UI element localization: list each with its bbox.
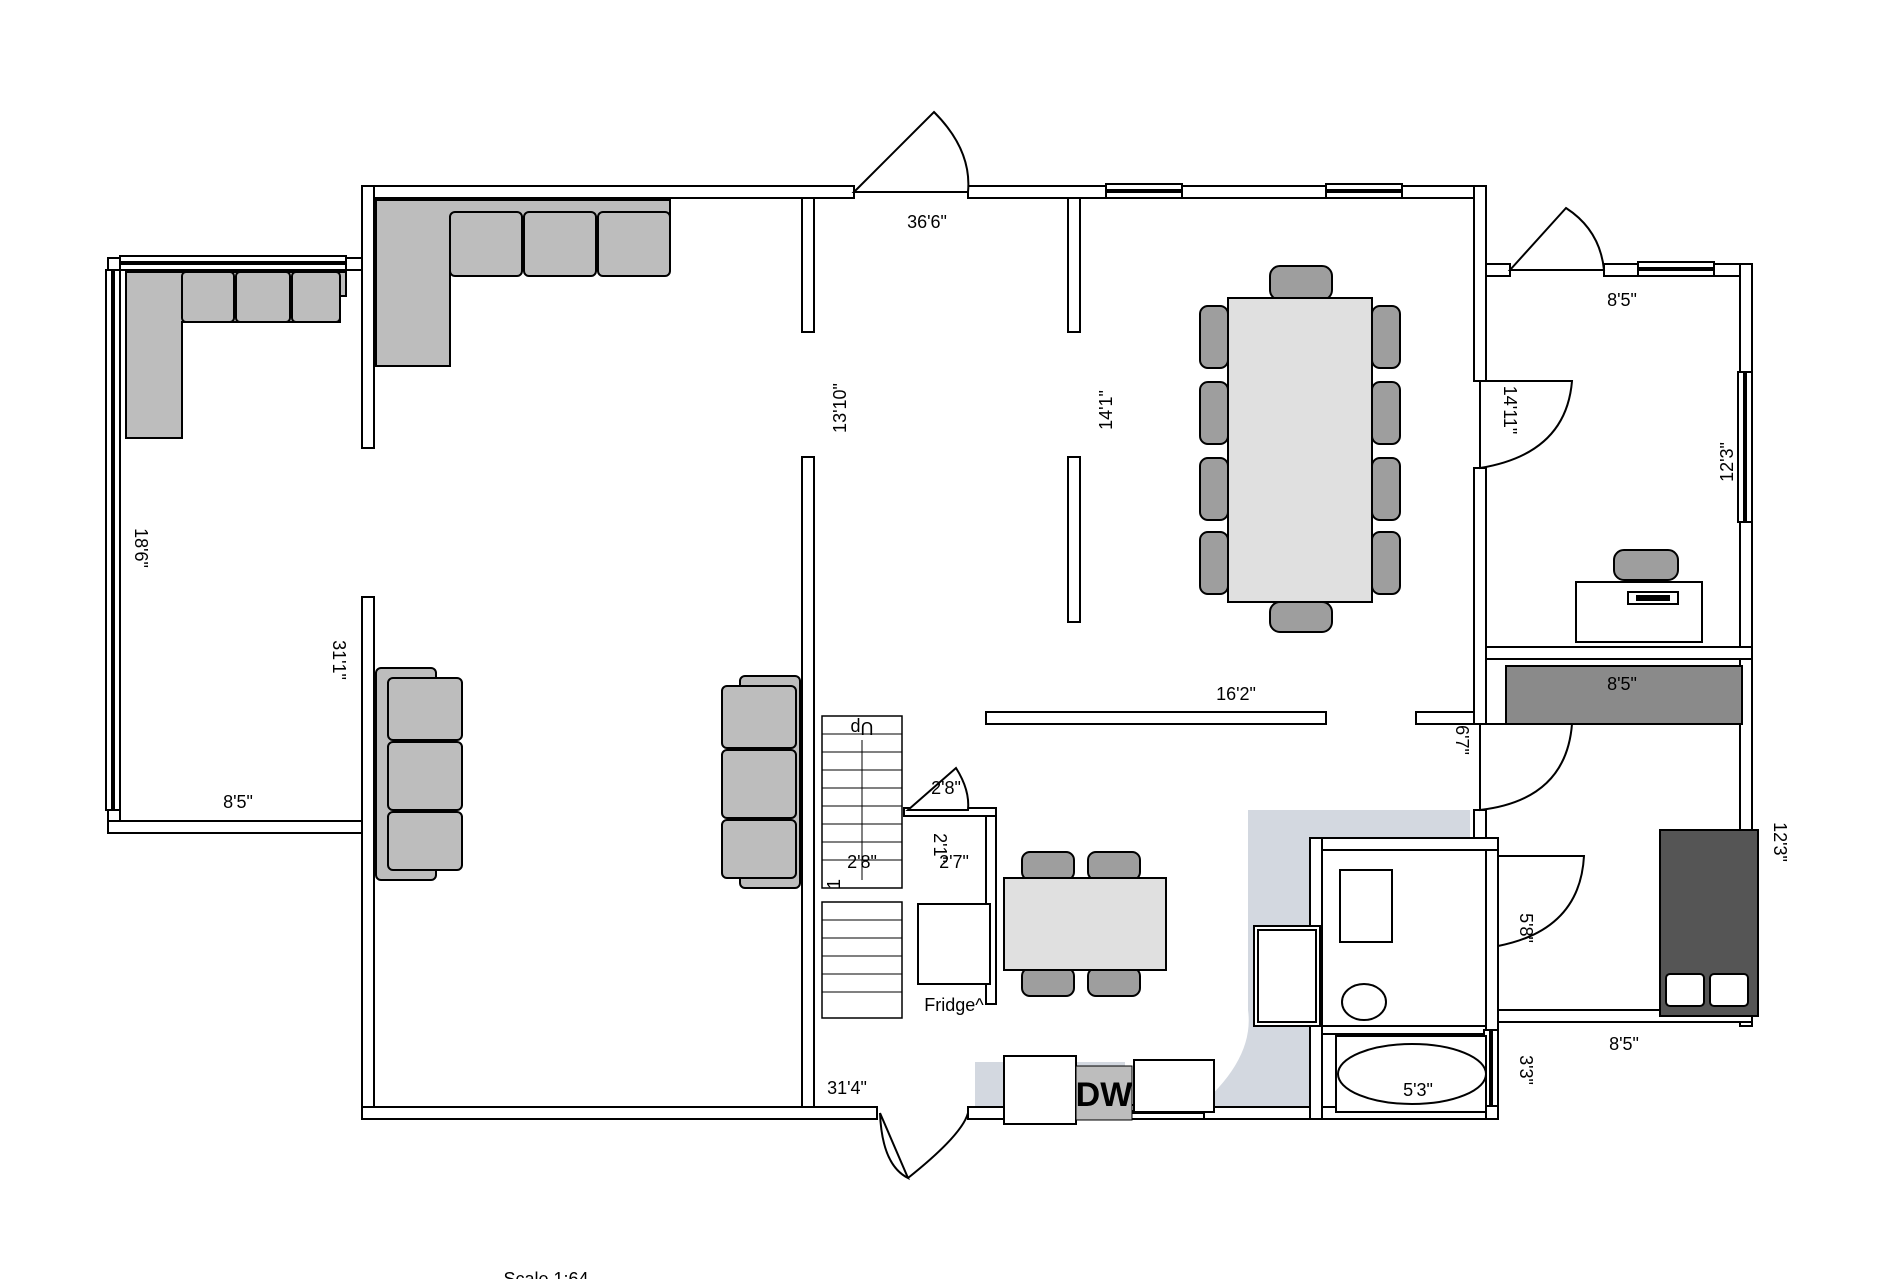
stairs-up-label: Up	[850, 718, 873, 738]
kitchen-tile-floor	[1195, 810, 1470, 1110]
door-office	[1479, 380, 1574, 470]
dining-set	[1199, 265, 1401, 633]
dim-office-height: 12'3"	[1717, 442, 1737, 482]
dim-top-overall: 36'6"	[907, 212, 947, 232]
kitchen-table-set	[1003, 851, 1167, 997]
dim-bath-door: 5'8"	[1516, 913, 1536, 943]
wall-living-left-lower	[361, 596, 375, 1120]
dishwasher: DW	[1075, 1065, 1134, 1121]
dim-stair-label-2: 2'8"	[847, 852, 877, 872]
dining-table	[1227, 297, 1373, 603]
sectional-sofa-living-top	[375, 199, 671, 367]
dim-office-width: 8'5"	[1607, 290, 1637, 310]
wall-living-left-upper	[361, 185, 375, 449]
dim-dining-height: 14'1"	[1096, 390, 1116, 430]
door-pantry	[905, 766, 970, 811]
dim-living-height: 31'1"	[329, 640, 349, 680]
wall-top-left	[361, 185, 855, 199]
kitchen-sink	[1133, 1059, 1215, 1113]
range-bottom	[1003, 1055, 1077, 1125]
wall-main-right-low	[1473, 809, 1487, 841]
dim-left-room-height: 18'6"	[131, 528, 151, 568]
wall-office-top-a	[1485, 263, 1511, 277]
dim-tub-width: 5'3"	[1403, 1080, 1433, 1100]
dim-closet-depth: 6'7"	[1452, 725, 1472, 755]
fridge	[917, 903, 991, 985]
dim-bath-window: 3'3"	[1516, 1055, 1536, 1085]
dim-stair-width: 2'8"	[931, 778, 961, 798]
wall-dining-lower	[1067, 456, 1081, 623]
cooktop-right	[1253, 925, 1321, 1027]
wall-bath-inner	[1321, 1025, 1487, 1035]
wall-dining-upper	[1067, 197, 1081, 333]
dim-hall-height: 13'10"	[830, 383, 850, 433]
window-left-room-side	[105, 269, 121, 811]
window-top-left	[1105, 183, 1183, 199]
door-office-exterior	[1507, 206, 1606, 271]
wall-corridor-end	[1415, 711, 1475, 725]
door-bath	[1497, 855, 1586, 948]
wall-corridor	[985, 711, 1327, 725]
closet-cabinet	[1505, 665, 1743, 725]
wall-bottom-left	[361, 1106, 878, 1120]
window-left-room-top	[119, 255, 347, 271]
door-front-top	[851, 110, 970, 193]
dim-closet-width: 8'5"	[1607, 674, 1637, 694]
wall-living-hall-lower	[801, 456, 815, 1108]
sofa-living-right	[721, 675, 801, 889]
sofa-living-left	[375, 667, 463, 881]
bath-sink	[1339, 869, 1393, 943]
window-office-top	[1637, 261, 1715, 277]
sectional-sofa-left-room	[125, 271, 347, 439]
stairs-number-label: 1	[824, 879, 844, 889]
door-closet-bedroom	[1479, 723, 1574, 812]
window-office-side	[1737, 371, 1753, 523]
wall-main-right-upper	[1473, 185, 1487, 382]
dim-office-door-side: 14'11"	[1500, 386, 1520, 435]
dim-corridor-width: 16'2"	[1216, 684, 1256, 704]
dim-pantry-depth: 2'1"	[930, 833, 950, 863]
staircase	[821, 715, 903, 1019]
office-desk	[1575, 549, 1703, 643]
dim-left-room-width: 8'5"	[223, 792, 253, 812]
dishwasher-label: DW	[1076, 1076, 1134, 1114]
toilet	[1341, 983, 1387, 1021]
scale-label: Scale 1:64	[503, 1269, 588, 1279]
dim-bottom-overall: 31'4"	[827, 1078, 867, 1098]
wall-bath-top	[1309, 837, 1499, 851]
window-top-right	[1325, 183, 1403, 199]
wall-left-room-bottom	[107, 820, 363, 834]
bed	[1659, 829, 1759, 1017]
wall-main-right-mid	[1473, 467, 1487, 725]
fridge-label: Fridge^	[924, 995, 984, 1015]
dim-bedroom-width: 8'5"	[1609, 1034, 1639, 1054]
bathtub-basin	[1337, 1043, 1487, 1105]
dim-bedroom-height: 12'3"	[1770, 822, 1790, 862]
door-front-bottom	[879, 1112, 969, 1181]
wall-office-bottom	[1485, 646, 1753, 660]
dim-pantry-width: 2'7"	[939, 852, 969, 872]
wall-living-hall-upper	[801, 197, 815, 333]
wall-top-right	[967, 185, 1487, 199]
